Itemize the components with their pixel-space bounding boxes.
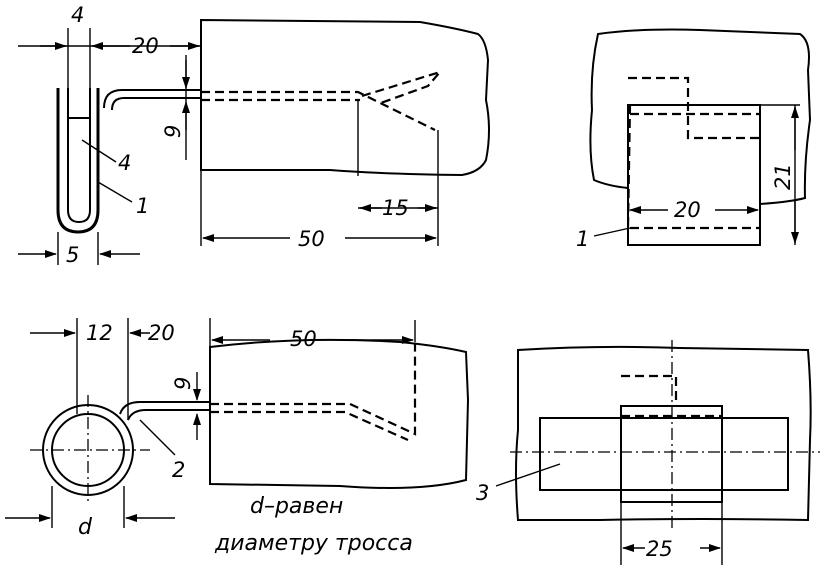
strip-dashed-top (626, 76, 760, 230)
dim-embed-length-top: 50 (298, 227, 325, 251)
wire-embedded-dashed-bottom (210, 342, 417, 436)
top-right-view: 21 20 1 (576, 28, 812, 251)
leader-cable (495, 463, 561, 487)
dim-embed-length-bottom: 50 (290, 327, 317, 351)
top-left-view: 4 20 9 4 1 15 50 5 (18, 3, 490, 267)
wire-embedded-dashed (201, 90, 436, 131)
bottom-left-view: 12 20 50 9 2 d d–равен диаметру тросса (5, 318, 470, 556)
strip-outline-top (627, 104, 761, 246)
strip-top (67, 88, 91, 118)
leader-strip-side (593, 227, 631, 237)
strip-inner (67, 117, 91, 224)
leader-pad (81, 139, 117, 163)
dim-width-side: 20 (674, 198, 701, 222)
concrete-block-top (200, 18, 490, 177)
dim-width-bottom-side: 25 (646, 537, 673, 561)
strip-loop (56, 88, 100, 234)
dim-strip-width: 4 (71, 3, 84, 27)
wire-embedded-dashed-bottom-2 (210, 410, 409, 442)
bottom-right-view: 3 25 (476, 340, 820, 565)
leader-strip (97, 181, 133, 203)
dim-wire-gap-top: 20 (132, 34, 159, 58)
label-cable: 3 (476, 481, 489, 505)
label-strip-top: 1 (136, 194, 149, 218)
concrete-block-bottom (209, 338, 470, 489)
dim-loop-diameter: 12 (86, 321, 113, 345)
cavity-outline (357, 100, 439, 176)
dim-wire-gap-bottom: 20 (148, 321, 175, 345)
wire-bent-dashed (361, 69, 444, 106)
cable-side (539, 417, 789, 491)
label-pad: 4 (118, 151, 131, 175)
label-strip-side: 1 (576, 227, 589, 251)
dim-cable: d (78, 515, 93, 540)
concrete-block-side-top (589, 28, 812, 246)
dim-bent-end: 15 (382, 196, 409, 220)
dim-wire-depth-top: 9 (161, 125, 185, 138)
caption-line-2: диаметру тросса (214, 531, 413, 556)
dim-wire-depth-bottom: 9 (171, 377, 195, 390)
concrete-block-side-bottom (515, 345, 812, 522)
dim-loop-width: 5 (66, 243, 79, 267)
dim-height-side: 21 (771, 163, 795, 190)
caption-line-1: d–равен (250, 494, 343, 519)
leader-wire (139, 419, 176, 456)
wire-outside (103, 89, 201, 111)
label-wire: 2 (172, 458, 185, 482)
